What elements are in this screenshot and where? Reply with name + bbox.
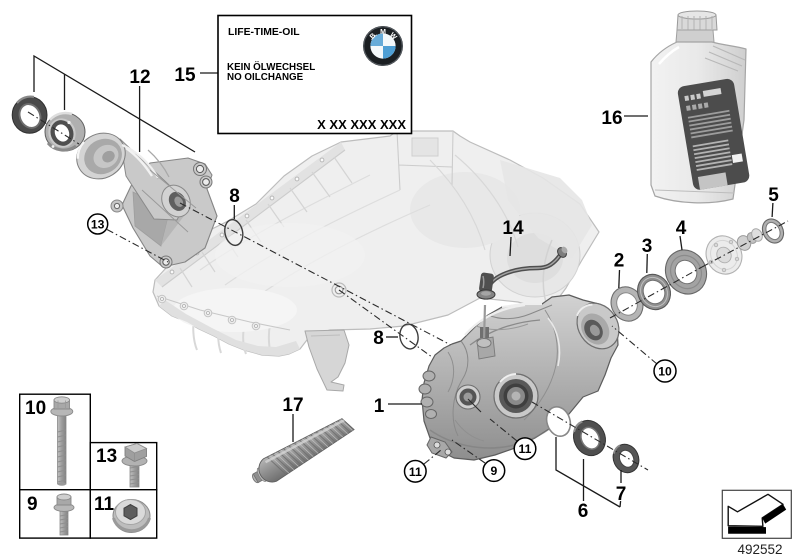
svg-text:8: 8 xyxy=(229,186,240,207)
svg-text:4: 4 xyxy=(676,218,687,239)
svg-text:2: 2 xyxy=(614,251,625,272)
svg-text:X XX XXX XXX: X XX XXX XXX xyxy=(317,117,406,132)
svg-text:10: 10 xyxy=(25,398,46,419)
svg-text:7: 7 xyxy=(616,484,627,505)
svg-text:492552: 492552 xyxy=(737,542,782,557)
svg-text:B: B xyxy=(369,32,378,41)
svg-text:13: 13 xyxy=(91,218,105,232)
svg-text:17: 17 xyxy=(282,395,303,416)
svg-text:11: 11 xyxy=(409,465,422,479)
svg-text:LIFE-TIME-OIL: LIFE-TIME-OIL xyxy=(228,27,300,38)
svg-text:15: 15 xyxy=(174,65,196,86)
svg-text:10: 10 xyxy=(658,365,672,379)
svg-text:14: 14 xyxy=(502,218,524,239)
svg-text:6: 6 xyxy=(578,501,589,522)
svg-text:16: 16 xyxy=(601,108,622,129)
svg-text:11: 11 xyxy=(94,494,115,515)
svg-text:1: 1 xyxy=(374,396,385,417)
svg-text:9: 9 xyxy=(491,464,498,478)
svg-text:3: 3 xyxy=(642,236,653,257)
svg-text:13: 13 xyxy=(96,446,117,467)
svg-text:8: 8 xyxy=(373,328,384,349)
svg-text:NO OILCHANGE: NO OILCHANGE xyxy=(227,72,304,83)
svg-text:W: W xyxy=(388,32,398,42)
svg-text:5: 5 xyxy=(768,185,779,206)
svg-text:11: 11 xyxy=(519,442,532,456)
svg-text:12: 12 xyxy=(129,67,150,88)
svg-text:M: M xyxy=(380,29,386,36)
svg-text:KEIN ÖLWECHSEL: KEIN ÖLWECHSEL xyxy=(227,62,315,73)
svg-text:9: 9 xyxy=(27,494,38,515)
